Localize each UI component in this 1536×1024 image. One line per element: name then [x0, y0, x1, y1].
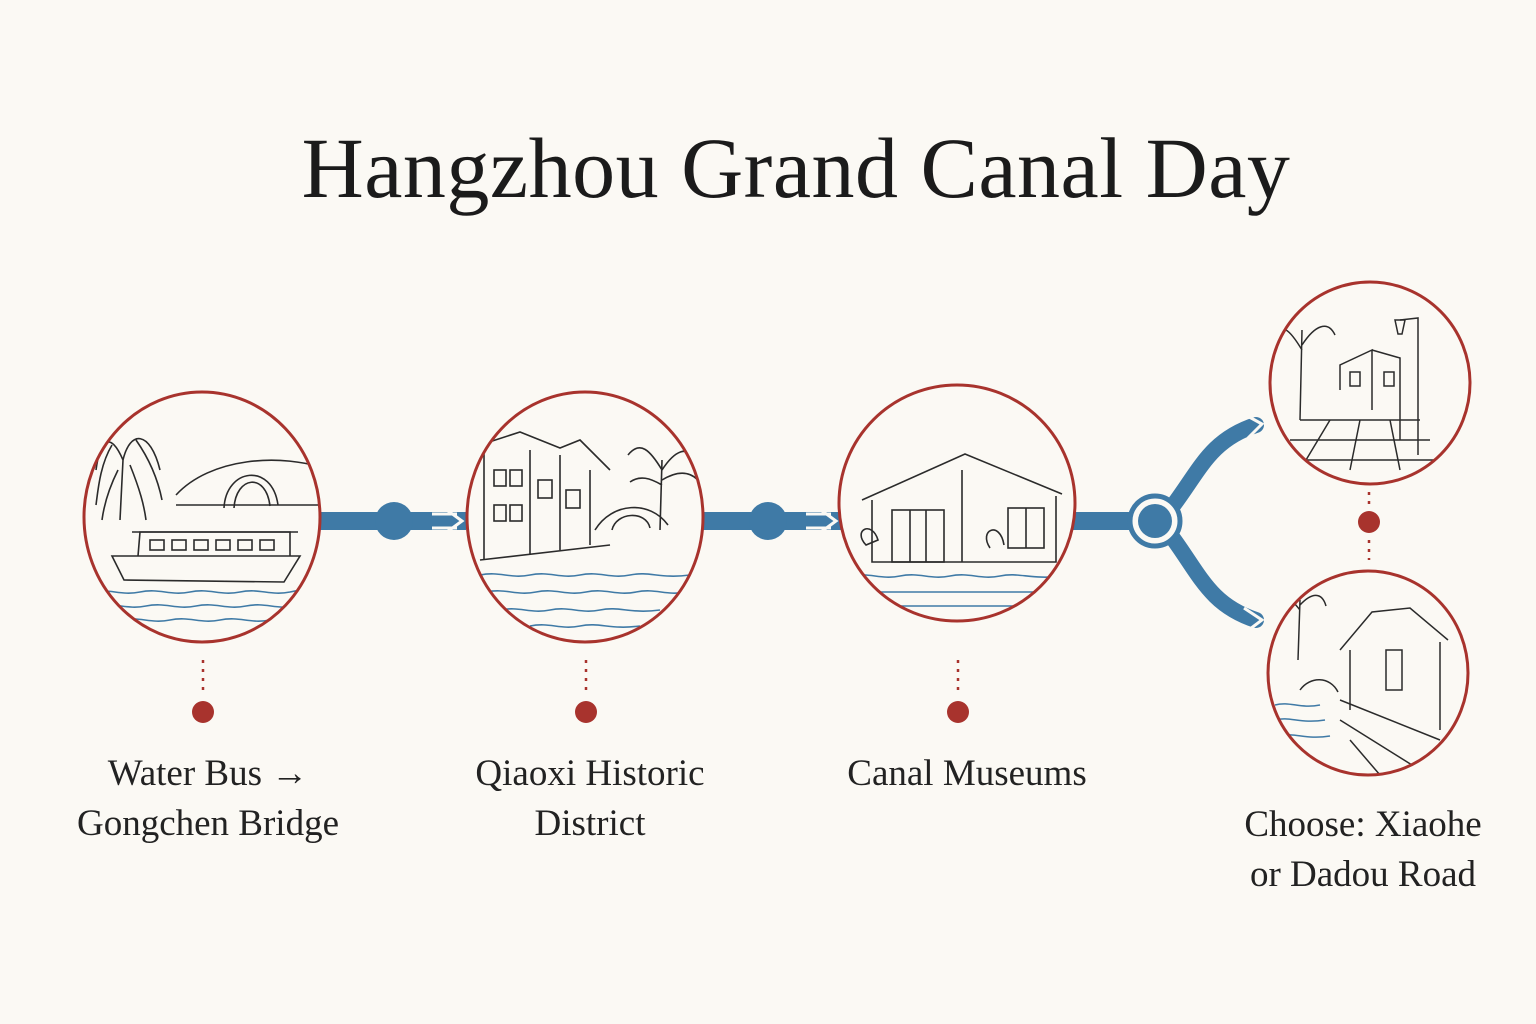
- stop-label-qiaoxi: Qiaoxi Historic District: [475, 753, 705, 844]
- diagram-title: Hangzhou Grand Canal Day: [301, 120, 1291, 216]
- stop-museums: [837, 383, 1077, 623]
- leader-2: [575, 660, 597, 723]
- stop-label-museums: Canal Museums: [847, 753, 1087, 794]
- route-connector-2: [700, 502, 848, 540]
- museum-icon: [849, 453, 1065, 607]
- leader-1: [192, 660, 214, 723]
- stop-xiaohe: [1268, 280, 1472, 486]
- stop-label-water-bus: Water Bus → Gongchen Bridge: [76, 753, 340, 844]
- stop-label-choose: Choose: Xiaohe or Dadou Road: [1244, 804, 1482, 895]
- route-fork: [1072, 411, 1265, 634]
- leader-4: [1358, 492, 1380, 560]
- canal-houses-icon: [479, 431, 699, 628]
- route-connector-1: [318, 502, 466, 540]
- stop-water-bus: [82, 390, 322, 644]
- stop-dadou: [1266, 569, 1470, 777]
- stop-qiaoxi: [465, 390, 705, 644]
- leader-3: [947, 660, 969, 723]
